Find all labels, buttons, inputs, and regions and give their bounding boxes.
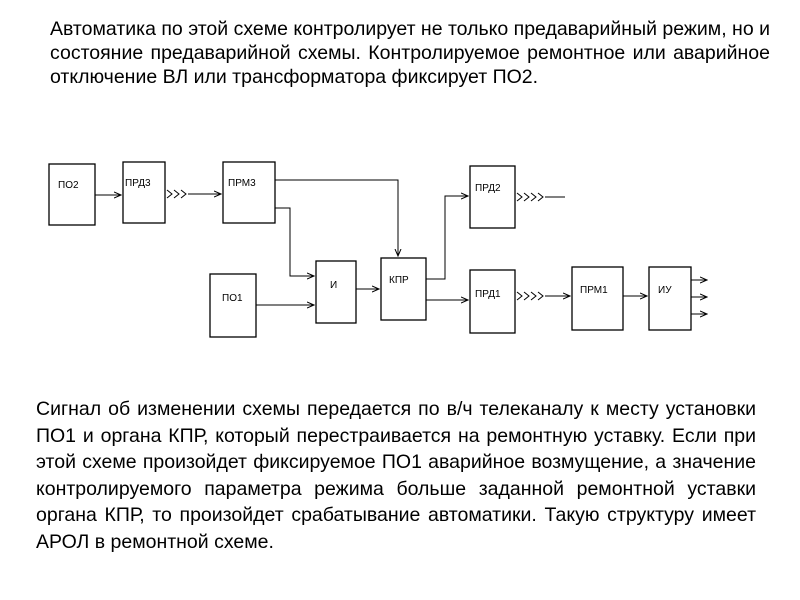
- telechannel-prd1-prm1: [516, 291, 570, 301]
- iu-outputs: [691, 280, 707, 314]
- block-po1: ПО1: [209, 273, 257, 338]
- block-po2: ПО2: [48, 163, 96, 226]
- block-po1-label: ПО1: [222, 293, 243, 304]
- block-kpr: КПР: [380, 257, 427, 321]
- block-iu: ИУ: [648, 266, 692, 331]
- block-po2-label: ПО2: [58, 180, 79, 191]
- block-and: И: [315, 260, 357, 324]
- block-prd1: ПРД1: [469, 269, 516, 334]
- block-prd3: ПРД3: [122, 161, 166, 224]
- block-prd1-label: ПРД1: [475, 289, 501, 300]
- paragraph-bottom: Сигнал об изменении схемы передается по …: [36, 398, 756, 553]
- connector-prm3-and: [275, 207, 314, 276]
- block-prd3-label: ПРД3: [125, 178, 151, 189]
- block-prm1: ПРМ1: [571, 266, 624, 331]
- block-prm3-label: ПРМ3: [228, 178, 256, 189]
- block-prd2: ПРД2: [469, 165, 516, 229]
- block-kpr-label: КПР: [389, 275, 409, 286]
- block-and-label: И: [330, 280, 337, 291]
- connector-kpr-prd2: [426, 196, 468, 280]
- block-prm3: ПРМ3: [222, 161, 276, 224]
- telechannel-prd3-prm3: [166, 189, 221, 199]
- block-iu-label: ИУ: [658, 285, 672, 296]
- block-prm1-label: ПРМ1: [580, 285, 608, 296]
- telechannel-prd2-out: [516, 192, 565, 202]
- connector-prm3-kpr: [275, 179, 398, 256]
- paragraph-top: Автоматика по этой схеме контролирует не…: [50, 18, 770, 88]
- block-prd2-label: ПРД2: [475, 183, 501, 194]
